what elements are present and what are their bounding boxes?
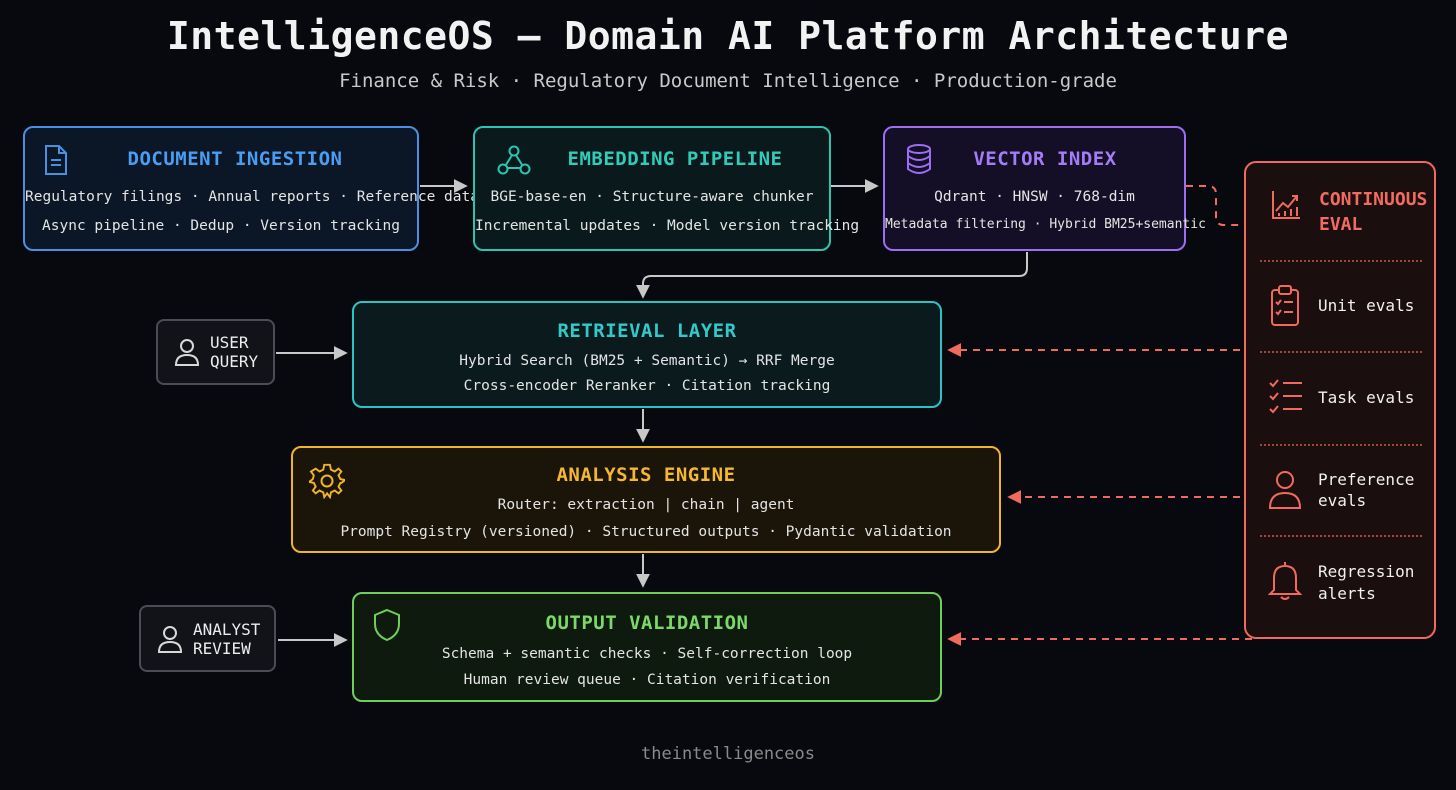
footer-brand: theintelligenceos <box>641 744 815 764</box>
output-validation-box: OUTPUT VALIDATION Schema + semantic chec… <box>352 592 942 702</box>
clipboard-icon <box>1271 285 1299 326</box>
eval-divider <box>1260 444 1422 446</box>
dashed-vector-to-eval <box>1186 185 1244 226</box>
shield-icon <box>374 608 400 642</box>
user-icon <box>1268 471 1302 509</box>
analysis-line2: Prompt Registry (versioned) · Structured… <box>340 524 952 540</box>
user-query-box: USER QUERY <box>156 319 275 385</box>
document-ingestion-box: DOCUMENT INGESTION Regulatory filings · … <box>23 126 479 251</box>
eval-item-label: Unit evals <box>1318 296 1415 315</box>
eval-item-regression: Regression alerts <box>1246 559 1434 609</box>
output-title: OUTPUT VALIDATION <box>545 612 749 634</box>
vector-title: VECTOR INDEX <box>973 148 1117 170</box>
document-icon <box>45 145 67 175</box>
arrow-vector-to-retrieval <box>636 252 1028 299</box>
analyst-review-label-1: ANALYST <box>193 619 261 639</box>
eval-title-1: CONTINUOUS <box>1319 189 1428 210</box>
vector-line2: Metadata filtering · Hybrid BM25+semanti… <box>885 217 1206 232</box>
eval-item-label-2: alerts <box>1318 584 1376 603</box>
gear-icon <box>309 463 345 499</box>
user-icon <box>174 339 200 366</box>
vector-index-box: VECTOR INDEX Qdrant · HNSW · 768-dim Met… <box>883 126 1206 251</box>
eval-title-2: EVAL <box>1319 214 1363 235</box>
retrieval-title: RETRIEVAL LAYER <box>557 320 737 342</box>
embedding-title: EMBEDDING PIPELINE <box>567 148 783 170</box>
ingestion-line1: Regulatory filings · Annual reports · Re… <box>25 189 479 205</box>
embedding-line1: BGE-base-en · Structure-aware chunker <box>490 189 814 205</box>
eval-item-label: Regression <box>1318 562 1415 581</box>
eval-divider <box>1260 260 1422 262</box>
graph-nodes-icon <box>497 145 531 175</box>
retrieval-line1: Hybrid Search (BM25 + Semantic) → RRF Me… <box>459 353 835 369</box>
user-query-label-2: QUERY <box>210 352 259 371</box>
analysis-title: ANALYSIS ENGINE <box>556 464 736 486</box>
ingestion-title: DOCUMENT INGESTION <box>127 148 343 170</box>
analysis-line1: Router: extraction | chain | agent <box>497 497 795 513</box>
chart-icon <box>1272 191 1300 219</box>
user-icon <box>157 625 183 653</box>
retrieval-layer-box: RETRIEVAL LAYER Hybrid Search (BM25 + Se… <box>352 301 942 408</box>
vector-line1: Qdrant · HNSW · 768-dim <box>934 189 1135 205</box>
page-title: IntelligenceOS – Domain AI Platform Arch… <box>166 14 1290 58</box>
checklist-icon <box>1269 379 1302 414</box>
analysis-engine-box: ANALYSIS ENGINE Router: extraction | cha… <box>291 446 1001 553</box>
eval-item-label: Task evals <box>1318 388 1415 407</box>
continuous-eval-panel: CONTINUOUS EVAL Unit evals Task evals <box>1244 161 1436 639</box>
embedding-line2: Incremental updates · Model version trac… <box>475 218 860 234</box>
embedding-pipeline-box: EMBEDDING PIPELINE BGE-base-en · Structu… <box>473 126 860 251</box>
output-line1: Schema + semantic checks · Self-correcti… <box>441 646 853 662</box>
output-line2: Human review queue · Citation verificati… <box>463 672 831 688</box>
eval-item-task: Task evals <box>1246 375 1434 425</box>
eval-item-label: Preference <box>1318 470 1415 489</box>
eval-divider <box>1260 351 1422 353</box>
retrieval-line2: Cross-encoder Reranker · Citation tracki… <box>463 378 831 394</box>
eval-divider <box>1260 535 1422 537</box>
ingestion-line2: Async pipeline · Dedup · Version trackin… <box>42 218 400 234</box>
user-query-label-1: USER <box>210 333 249 352</box>
database-icon <box>907 144 931 174</box>
analyst-review-box: ANALYST REVIEW <box>139 605 276 672</box>
page-subtitle: Finance & Risk · Regulatory Document Int… <box>339 70 1117 92</box>
bell-icon <box>1268 562 1302 600</box>
eval-item-preference: Preference evals <box>1246 469 1434 519</box>
eval-item-unit: Unit evals <box>1246 283 1434 333</box>
eval-item-label-2: evals <box>1318 491 1367 510</box>
analyst-review-label-2: REVIEW <box>193 638 251 658</box>
